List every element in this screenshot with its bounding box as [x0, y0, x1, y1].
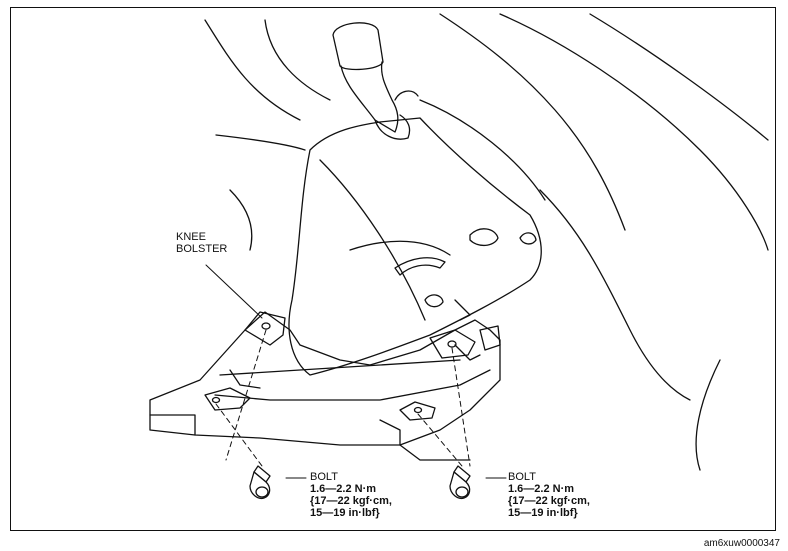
right-bolt-icon [449, 465, 471, 500]
left-bolt-torque-nm: 1.6—2.2 N·m [310, 483, 377, 495]
right-bolt-torque-kgf-cm: {17—22 kgf·cm, [508, 495, 590, 507]
right-bracket-hole [447, 340, 457, 348]
shift-lever [332, 22, 419, 140]
right-bolt-torque-nm: 1.6—2.2 N·m [508, 483, 575, 495]
left-bolt-torque-kgf-cm: {17—22 kgf·cm, [310, 495, 392, 507]
knee-bolster-label-line1: KNEE [176, 231, 206, 243]
diagram-frame [10, 7, 776, 531]
right-bolt-torque-in-lbf: 15—19 in·lbf} [508, 507, 578, 519]
left-bolt-callout: BOLT 1.6—2.2 N·m {17—22 kgf·cm, 15—19 in… [310, 471, 392, 519]
left-bolt-name: BOLT [310, 471, 338, 483]
right-bracket [399, 325, 501, 421]
background-contours [204, 13, 769, 471]
console-body [288, 117, 542, 376]
knee-bolster-label: KNEE BOLSTER [176, 231, 227, 255]
left-bracket-hole [261, 322, 271, 330]
leader-lines [205, 264, 507, 479]
right-bolt-callout: BOLT 1.6—2.2 N·m {17—22 kgf·cm, 15—19 in… [508, 471, 590, 519]
right-bolt-name: BOLT [508, 471, 536, 483]
left-lower-hole [211, 396, 221, 404]
bolt-alignment-lines [215, 329, 471, 467]
left-bolt-icon [249, 465, 271, 500]
left-bolt-torque-in-lbf: 15—19 in·lbf} [310, 507, 380, 519]
knee-bolster-panel [149, 311, 501, 461]
right-lower-hole [413, 406, 423, 414]
left-bracket [204, 311, 286, 411]
figure-code: am6xuw0000347 [703, 538, 780, 549]
knee-bolster-label-line2: BOLSTER [176, 243, 228, 255]
